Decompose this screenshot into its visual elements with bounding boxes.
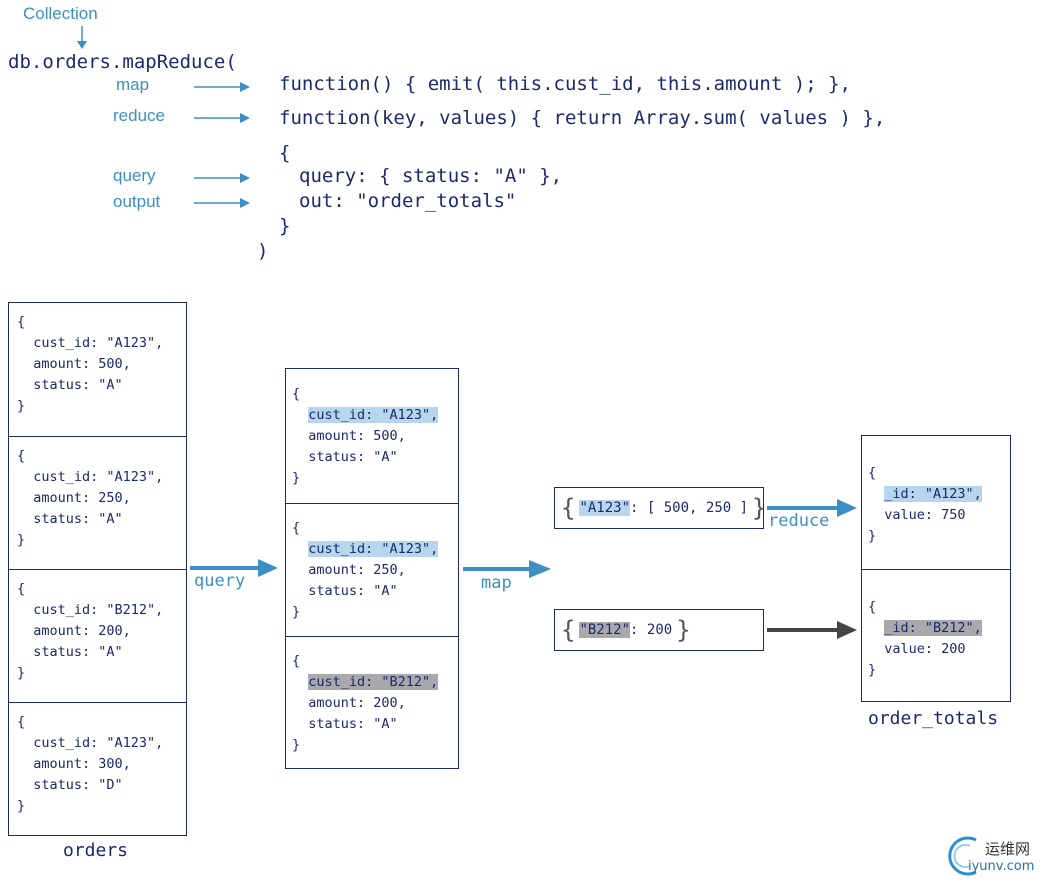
order-status: status: "A" [33,511,123,527]
order-status: status: "D" [33,777,123,793]
order-amount: amount: 250, [33,490,131,506]
filtered-documents: { cust_id: "A123", amount: 500, status: … [285,368,459,769]
filtered-document: { cust_id: "A123", amount: 500, status: … [292,386,439,486]
mapreduce-call: db.orders.mapReduce( [8,51,237,73]
options-open-brace: { [279,142,291,164]
order-cust-id: cust_id: "A123", [33,469,164,485]
order-amount: amount: 300, [33,756,131,772]
pair-key: "B212" [579,622,631,638]
output-label: output [113,192,161,211]
cust-id-key: cust_id: "B212", [308,674,439,690]
map-arrow-label: map [481,573,512,593]
query-arrow-label: query [194,571,246,591]
passthrough-arrow [767,621,857,639]
result-id: _id: "B212", [884,620,982,636]
cust-id-key: cust_id: "A123", [308,407,439,423]
result-value: value: 750 [884,507,966,523]
order-document: { cust_id: "A123", amount: 300, status: … [9,702,186,836]
map-arrow [463,560,551,578]
reduce-pointer-arrow [194,113,250,123]
order-amount: amount: 200, [33,623,131,639]
watermark-url: iyunv.com [968,859,1035,874]
order-status: status: "A" [33,644,123,660]
reduce-label: reduce [113,106,165,125]
order-cust-id: cust_id: "B212", [33,602,164,618]
map-pointer-arrow [194,82,250,92]
intermediate-pair: {"A123": [ 500, 250 ]} [554,487,767,529]
reduce-arrow [767,499,857,517]
order-document: { cust_id: "A123", amount: 500, status: … [17,314,164,414]
pair-key: "A123" [579,500,631,516]
watermark-logo-icon [948,836,977,876]
query-option: query: { status: "A" }, [299,165,563,187]
output-pointer-arrow [194,198,250,208]
map-function: function() { emit( this.cust_id, this.am… [279,73,851,95]
query-pointer-arrow [194,173,250,183]
pair-values: : [ 500, 250 ] [630,500,749,516]
order-cust-id: cust_id: "A123", [33,735,164,751]
query-label: query [113,166,156,185]
out-option: out: "order_totals" [299,190,517,212]
order-document: { cust_id: "B212", amount: 200, status: … [9,569,186,703]
collection-label: Collection [23,4,98,23]
options-close-brace: } [279,215,291,237]
collection-arrow [77,26,87,49]
pair-values: : 200 [630,622,673,638]
intermediate-pair: {"B212": 200} [554,609,764,651]
watermark-cn: 运维网 [985,840,1031,858]
filtered-document: { cust_id: "B212", amount: 200, status: … [286,636,458,769]
order-totals-collection: { _id: "A123", value: 750 } { _id: "B212… [861,435,1011,702]
reduce-arrow-label: reduce [768,511,830,531]
order-document: { cust_id: "A123", amount: 250, status: … [9,436,186,570]
reduce-function: function(key, values) { return Array.sum… [279,107,886,129]
map-label: map [116,75,150,94]
order-cust-id: cust_id: "A123", [33,335,164,351]
order-totals-caption: order_totals [868,708,999,729]
orders-caption: orders [63,840,129,861]
orders-collection: { cust_id: "A123", amount: 500, status: … [8,302,187,836]
order-amount: amount: 500, [33,356,131,372]
filtered-document: { cust_id: "A123", amount: 250, status: … [286,503,458,636]
cust-id-key: cust_id: "A123", [308,541,439,557]
order-status: status: "A" [33,377,123,393]
result-document: { _id: "A123", value: 750 } [868,465,982,544]
result-document: { _id: "B212", value: 200 } [862,569,1010,702]
query-arrow [190,559,278,577]
result-id: _id: "A123", [884,486,982,502]
call-close-paren: ) [257,240,269,262]
result-value: value: 200 [884,641,966,657]
